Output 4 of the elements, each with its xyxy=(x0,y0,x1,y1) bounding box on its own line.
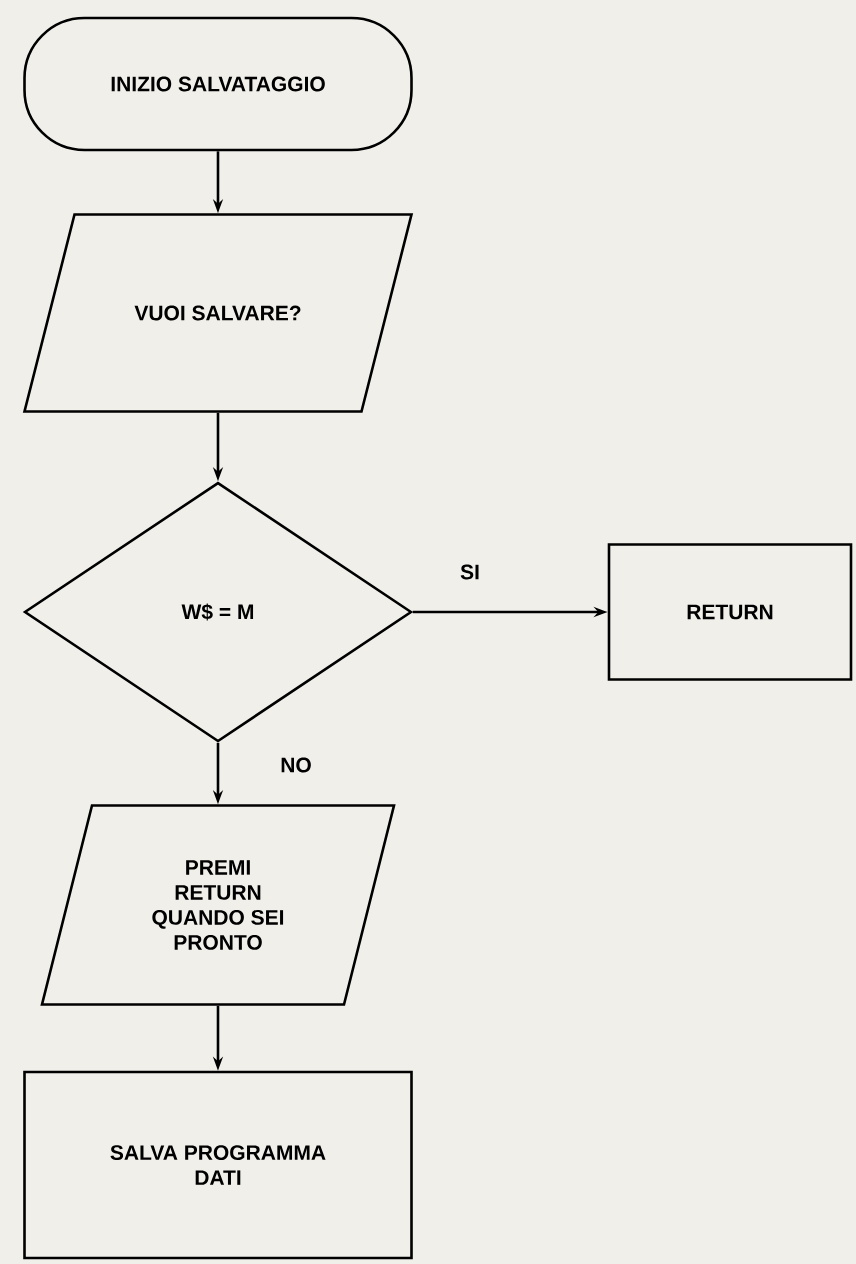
input-output-parallelogram: PREMI RETURN QUANDO SEI PRONTO xyxy=(40,804,396,1006)
process-box: SALVA PROGRAMMA DATI xyxy=(23,1070,413,1260)
process-box: RETURN xyxy=(607,543,853,681)
terminal-box: INIZIO SALVATAGGIO xyxy=(23,16,413,152)
